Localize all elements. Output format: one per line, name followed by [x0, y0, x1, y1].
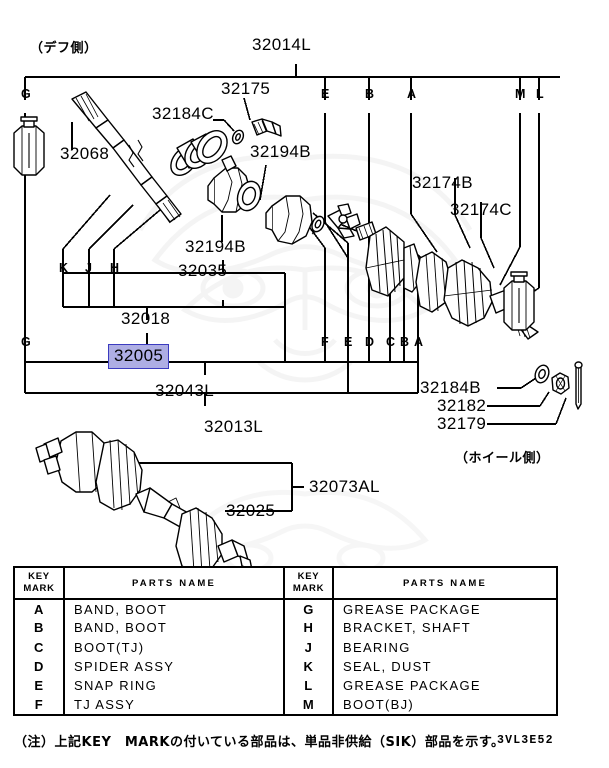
part-label-32043L: 32043L [155, 381, 215, 400]
key-mark-a-bottom: A [414, 335, 424, 349]
key-cell: B [15, 618, 65, 638]
inner-shaft-32068 [72, 92, 181, 223]
key-cell: D [15, 656, 65, 676]
part-label-32194B-top: 32194B [250, 142, 312, 161]
sik-footnote: （注）上記KEY MARKの付いている部品は、単品非供給（SIK）部品を示す。 [14, 735, 505, 750]
washer-32184c [231, 129, 246, 146]
part-label-32184B: 32184B [420, 378, 482, 397]
table-row: B BAND, BOOT H BRACKET, SHAFT [15, 618, 556, 638]
parts-name-cell: BAND, BOOT [64, 599, 285, 619]
parts-name-cell: SPIDER ASSY [64, 656, 285, 676]
part-label-32035: 32035 [178, 261, 228, 280]
key-cell: K [284, 656, 334, 676]
key-cell: F [15, 694, 65, 714]
tj-assy-outer-race [266, 196, 318, 244]
part-label-32005-highlighted[interactable]: 32005 [108, 344, 170, 369]
table-header-row: KEY MARK PARTS NAME KEY MARK PARTS NAME [15, 568, 556, 601]
key-mark-d: D [365, 335, 375, 349]
part-label-32014L: 32014L [252, 35, 312, 54]
part-label-32018: 32018 [121, 309, 171, 328]
key-mark-table: KEY MARK PARTS NAME KEY MARK PARTS NAME … [13, 566, 558, 716]
header-parts-name-right: PARTS NAME [333, 568, 556, 601]
key-cell: C [15, 637, 65, 657]
part-label-32025: 32025 [226, 501, 276, 520]
table-row: D SPIDER ASSY K SEAL, DUST [15, 656, 556, 676]
parts-name-cell: GREASE PACKAGE [343, 677, 481, 693]
key-cell: L [284, 675, 334, 695]
table-row: F TJ ASSY M BOOT(BJ) [15, 694, 556, 714]
diagram-code: 3VL3E52 [497, 734, 554, 747]
parts-name-cell: BOOT(BJ) [343, 696, 415, 712]
header-parts-name-left: PARTS NAME [64, 568, 285, 601]
shaft-bracket-32194b [208, 156, 264, 214]
parts-name-cell: TJ ASSY [64, 694, 285, 714]
bearing-seal-bracket-stack [165, 125, 233, 181]
key-mark-g-top: G [21, 87, 32, 101]
diff-side-label: （デフ側） [30, 41, 98, 56]
spider-assy-d [328, 204, 360, 238]
snap-ring-e [310, 214, 327, 233]
tj-boot-bellows-c [366, 227, 404, 296]
key-mark-b-top: B [365, 87, 375, 101]
key-mark-c: C [386, 335, 396, 349]
header-key-line1-r: KEY [297, 571, 320, 583]
header-key-line2: MARK [23, 583, 55, 595]
table-row: E SNAP RING L GREASE PACKAGE [15, 675, 556, 695]
key-cell: M [284, 694, 334, 714]
header-key-line2-r: MARK [292, 583, 325, 595]
part-label-32174C: 32174C [450, 200, 512, 219]
part-label-32182: 32182 [437, 396, 487, 415]
part-label-32068: 32068 [60, 144, 110, 163]
parts-name-cell: SNAP RING [64, 675, 285, 695]
wheel-side-label: （ホイール側） [455, 451, 550, 466]
key-cell: E [15, 675, 65, 695]
key-cell: H [284, 618, 334, 638]
bj-boot-bellows-m [444, 260, 492, 326]
nut-32182 [552, 373, 569, 394]
part-label-32174B: 32174B [412, 173, 474, 192]
key-mark-h: H [110, 261, 120, 275]
parts-name-cell: BRACKET, SHAFT [343, 620, 471, 636]
key-cell: A [15, 599, 65, 619]
key-mark-f: F [321, 335, 330, 349]
key-mark-l: L [536, 87, 545, 101]
part-label-32194B-bottom: 32194B [185, 237, 247, 256]
header-key-line1: KEY [28, 571, 50, 583]
part-label-32073AL: 32073AL [309, 477, 380, 496]
parts-name-cell: BOOT(TJ) [64, 637, 285, 657]
parts-name-cell: BAND, BOOT [64, 618, 285, 638]
key-mark-m: M [515, 87, 526, 101]
parts-name-cell: BEARING [343, 639, 411, 655]
key-mark-e-bottom: E [344, 335, 353, 349]
key-mark-a-top: A [407, 87, 417, 101]
part-label-32179: 32179 [437, 414, 487, 433]
header-key-mark-right: KEY MARK [284, 568, 334, 601]
part-label-32175: 32175 [221, 79, 271, 98]
key-cell: G [284, 599, 334, 619]
key-mark-b-bottom: B [400, 335, 410, 349]
part-label-32184C: 32184C [152, 104, 214, 123]
grease-package-tube-g [14, 117, 44, 175]
part-label-32013L: 32013L [204, 417, 264, 436]
key-mark-g-bottom: G [21, 335, 32, 349]
header-key-mark-left: KEY MARK [15, 568, 65, 601]
parts-name-cell: SEAL, DUST [343, 658, 432, 674]
bolt-32175 [252, 119, 281, 136]
cotter-pin-32179 [575, 362, 582, 409]
parts-name-cell: GREASE PACKAGE [343, 601, 481, 617]
table-row: A BAND, BOOT G GREASE PACKAGE [15, 599, 556, 619]
table-row: C BOOT(TJ) J BEARING [15, 637, 556, 657]
grease-package-tube-l [504, 272, 534, 330]
washer-32184b [533, 363, 551, 384]
key-mark-k: K [59, 261, 69, 275]
key-mark-j: J [85, 261, 93, 275]
key-cell: J [284, 637, 334, 657]
key-mark-e-top: E [321, 87, 330, 101]
driveshaft-exploded-artwork [0, 0, 609, 560]
